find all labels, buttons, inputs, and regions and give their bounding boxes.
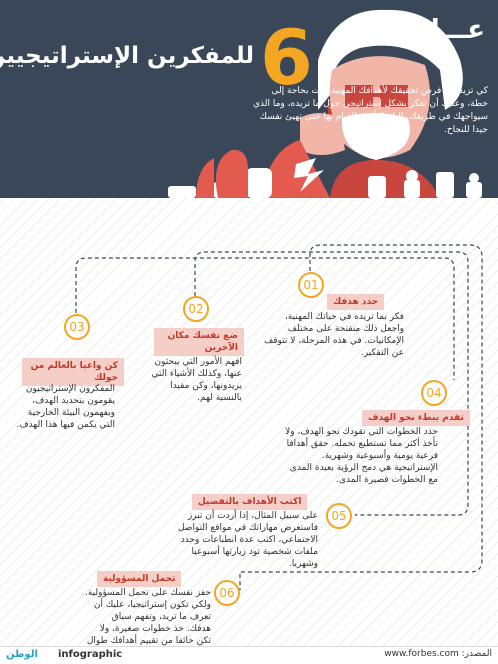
habit-04-number: 04	[421, 380, 447, 406]
habit-02-title: ضع نفسك مكان الآخرين	[154, 328, 244, 356]
habit-06-title: تحمل المسؤولية	[97, 571, 182, 587]
habit-03-text: المفكرون الإستراتيجيون يقومون بتحديد اله…	[16, 384, 115, 430]
habit-04-title: تقدم ببطء نحو الهدف	[362, 410, 470, 426]
footer-bar: الوطن infographic المصدر: www.forbes.com	[0, 646, 498, 664]
title-line-2: للمفكرين الإستراتيجيين	[0, 43, 254, 69]
footer-brand: infographic	[58, 649, 123, 660]
footer-source: المصدر: www.forbes.com	[384, 649, 492, 659]
habit-01-text: فكر بما تريده في حياتك المهنية، واجعل ذل…	[263, 312, 404, 358]
habit-05-number: 05	[326, 503, 352, 529]
habit-01-number: 01	[298, 272, 324, 298]
brand-logo: الوطن	[6, 649, 38, 660]
habit-01-title: حدد هدفك	[327, 294, 385, 310]
title-number: 6	[260, 13, 313, 102]
thinker-illustration	[168, 9, 482, 198]
habit-03-number: 03	[64, 314, 90, 340]
habit-02-number: 02	[183, 296, 209, 322]
header-panel: 6 عـــادات للمفكرين الإستراتيجيين كي تزي…	[0, 0, 498, 198]
habit-03-title: كن واعيا بالعالم من حولك	[22, 358, 124, 386]
title-line-1: عـــادات	[382, 15, 485, 45]
habit-05-title: اكتب الأهداف بالتفصيل	[192, 494, 308, 510]
habit-02-text: افهم الأمور التي يبحثون عنها، وكذلك الأش…	[151, 357, 242, 403]
habit-04-text: حدد الخطوات التي تقودك نحو الهدف، ولا تأ…	[285, 427, 438, 485]
habit-06-number: 06	[214, 580, 240, 606]
habit-05-text: على سبيل المثال، إذا أردت أن تبرز فاستعر…	[177, 511, 318, 569]
intro-text: كي تزيد من فرص تحقيقك لأهدافك المهنية، أ…	[252, 86, 488, 135]
